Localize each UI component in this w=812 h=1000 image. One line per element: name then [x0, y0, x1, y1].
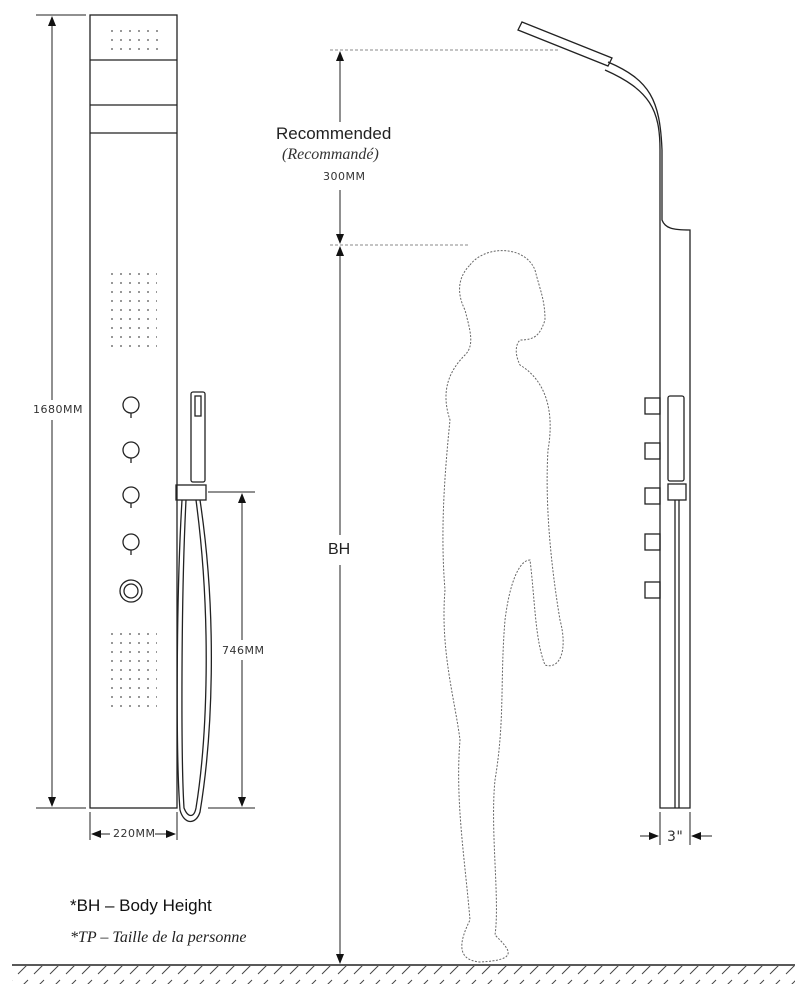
panel-width-label: 220MM	[113, 827, 156, 840]
upper-body-jets	[107, 272, 157, 352]
body-height-label: BH	[328, 541, 351, 559]
panel-depth-label: 3"	[667, 829, 684, 845]
side-knobs	[644, 397, 661, 599]
footnote-bh: *BH – Body Height	[70, 896, 212, 915]
floor-hatching	[12, 966, 795, 984]
front-panel	[89, 14, 213, 823]
hand-shower-height-label: 746MM	[222, 644, 265, 657]
rain-head-nozzles	[106, 24, 158, 56]
recommended-label: Recommended	[276, 124, 392, 143]
recommended-fr-label: (Recommandé)	[282, 146, 379, 163]
footnote-tp: *TP – Taille de la personne	[70, 929, 247, 946]
dimension-lines	[36, 14, 712, 964]
lower-body-jets	[107, 633, 157, 713]
control-knobs	[119, 396, 143, 603]
human-figure-outline	[442, 250, 564, 963]
total-height-label: 1680MM	[33, 403, 83, 416]
hand-shower	[175, 391, 213, 823]
recommended-gap-label: 300MM	[323, 170, 366, 183]
side-profile	[517, 21, 691, 809]
